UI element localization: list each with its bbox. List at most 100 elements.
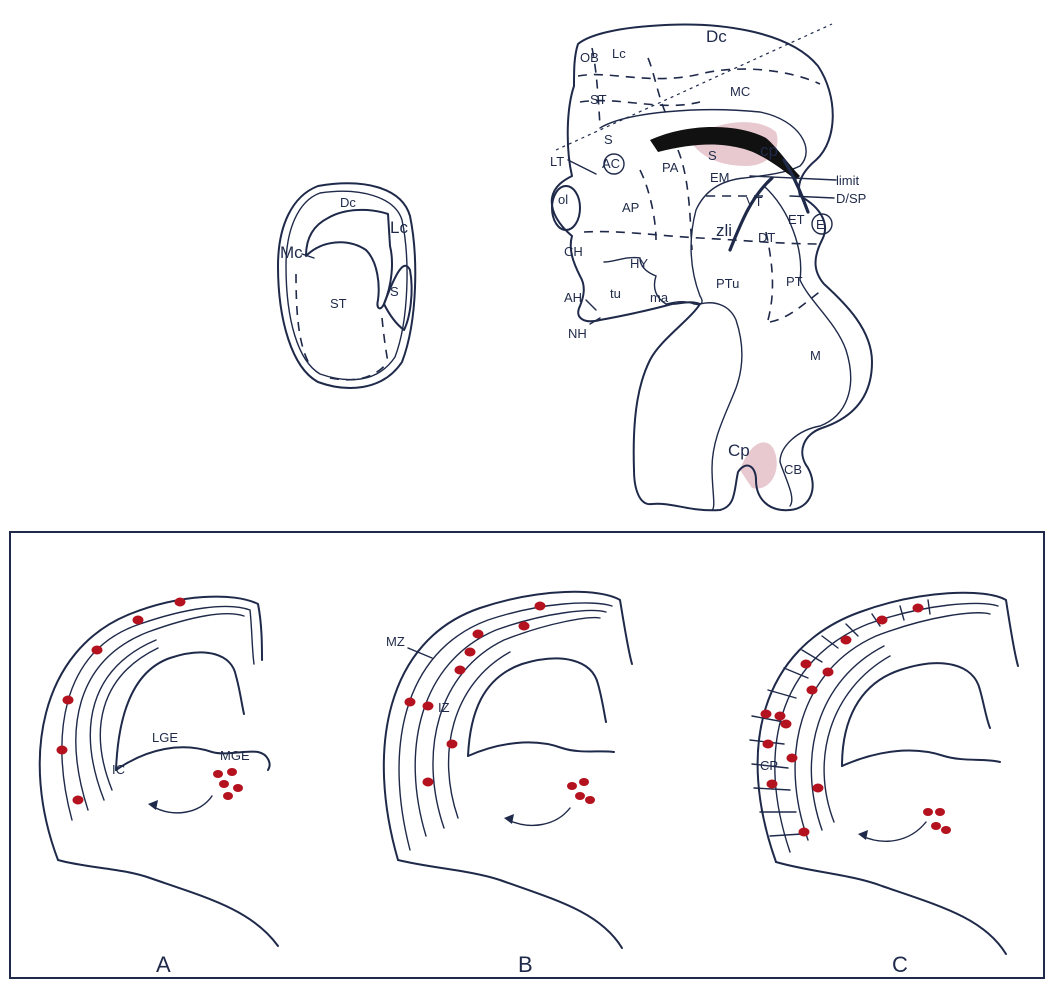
- coronal-dash-right: [382, 318, 388, 362]
- sagittal-label-dotted-s: S: [708, 148, 717, 163]
- sagittal-label-lc: Lc: [612, 46, 626, 61]
- sagittal-dash-4: [648, 58, 666, 114]
- panel-a-label-mge: MGE: [220, 748, 250, 763]
- sagittal-dash-5: [584, 232, 820, 244]
- panel-c-cell: [763, 740, 774, 749]
- sagittal-label-dt: DT: [758, 230, 775, 245]
- panel-c-cell: [801, 660, 812, 669]
- coronal-label-dc: Dc: [340, 195, 356, 210]
- panel-c-letter: C: [892, 952, 908, 977]
- panel-c-label-cp: CP: [760, 758, 778, 773]
- panel-a-cell: [133, 616, 144, 625]
- panel-c-cell: [767, 780, 778, 789]
- panel-c-ganglionic-eminence: [842, 751, 1000, 766]
- panel-a-cell: [73, 796, 84, 805]
- panel-b-cell: [423, 778, 434, 787]
- panel-c-lower-contour: [776, 862, 1006, 954]
- panel-c-wall-5: [824, 656, 890, 822]
- panel-a-migration-arrow: [152, 796, 212, 813]
- sagittal-dash-8: [766, 232, 772, 320]
- panel-a-cell: [92, 646, 103, 655]
- panel-c-cell: [931, 822, 941, 830]
- panel-b-wall-5: [449, 652, 510, 818]
- coronal-ventricle: [306, 210, 392, 308]
- sagittal-label-zli: zli: [716, 221, 732, 240]
- panel-a-cell: [227, 768, 237, 776]
- sagittal-label-pa: PA: [662, 160, 679, 175]
- panel-c-cell: [923, 808, 933, 816]
- panel-b-cell: [535, 602, 546, 611]
- panel-b-cell: [567, 782, 577, 790]
- panel-b-cell: [465, 648, 476, 657]
- sagittal-label-cp2: Cp: [728, 441, 750, 460]
- panel-a-cell: [219, 780, 229, 788]
- sagittal-label-lt: LT: [550, 154, 564, 169]
- sagittal-label-dc: Dc: [706, 27, 727, 46]
- panel-a-cell: [175, 598, 186, 607]
- panel-b-cell: [473, 630, 484, 639]
- panel-a-wall-3: [76, 614, 244, 810]
- sagittal-label-m: M: [810, 348, 821, 363]
- sagittal-section-diagram: Dc OB Lc ST MC S LT AC PA S cp EM limit …: [550, 24, 872, 510]
- panel-a-cell: [213, 770, 223, 778]
- dsp-pointer: [790, 196, 834, 198]
- panel-c-cell: [823, 668, 834, 677]
- panel-c-outer-wall: [758, 593, 1018, 862]
- sagittal-label-ol: ol: [558, 192, 568, 207]
- sagittal-label-mc: MC: [730, 84, 750, 99]
- panel-b-letter: B: [518, 952, 533, 977]
- ah-pointer: [586, 300, 596, 310]
- panel-c-cell: [807, 686, 818, 695]
- panel-c: CP C: [750, 593, 1018, 977]
- panel-c-cell: [775, 712, 786, 721]
- sagittal-label-ch: CH: [564, 244, 583, 259]
- sagittal-label-hy: HY: [630, 256, 648, 271]
- sagittal-label-ma: ma: [650, 290, 669, 305]
- sagittal-label-pt: PT: [786, 274, 803, 289]
- panel-b-ganglionic-eminence: [468, 742, 614, 756]
- panel-c-cell: [913, 604, 924, 613]
- panel-c-migration-arrow: [862, 822, 926, 841]
- sagittal-label-tu: tu: [610, 286, 621, 301]
- sagittal-dash-9: [770, 290, 822, 322]
- panel-b: MZ IZ B: [384, 592, 632, 977]
- sagittal-label-cp: cp: [760, 141, 778, 160]
- sagittal-label-dsp: D/SP: [836, 191, 866, 206]
- sagittal-label-nh: NH: [568, 326, 587, 341]
- sagittal-label-ac: AC: [602, 156, 620, 171]
- panel-b-label-mz: MZ: [386, 634, 405, 649]
- panel-c-cell: [787, 754, 798, 763]
- panel-c-cell: [813, 784, 824, 793]
- panel-b-cell: [405, 698, 416, 707]
- panel-c-cell: [841, 636, 852, 645]
- panel-a: LGE MGE IC A: [40, 597, 278, 977]
- panel-b-label-iz: IZ: [438, 700, 450, 715]
- panel-b-cell: [455, 666, 466, 675]
- panel-c-cell: [877, 616, 888, 625]
- panel-b-cell: [585, 796, 595, 804]
- panel-b-wall-3: [415, 611, 606, 836]
- panel-c-wall-4: [811, 646, 884, 830]
- panel-a-label-lge: LGE: [152, 730, 178, 745]
- sagittal-label-limit: limit: [836, 173, 859, 188]
- coronal-label-lc: Lc: [390, 218, 408, 237]
- panel-c-cell: [935, 808, 945, 816]
- cerebral-aqueduct: [764, 186, 851, 506]
- coronal-dash-left: [296, 274, 310, 365]
- panel-b-cell: [579, 778, 589, 786]
- panel-a-cell: [57, 746, 68, 755]
- panel-c-cell: [799, 828, 810, 837]
- panel-b-migration-arrow: [508, 808, 570, 825]
- panel-a-letter: A: [156, 952, 171, 977]
- panel-b-lower-contour: [398, 860, 622, 948]
- sagittal-label-ap: AP: [622, 200, 639, 215]
- sagittal-dash-7: [640, 170, 656, 240]
- sagittal-label-s: S: [604, 132, 613, 147]
- sagittal-label-st: ST: [590, 92, 607, 107]
- panel-a-outer-wall: [40, 597, 262, 860]
- coronal-dash-bottom: [330, 362, 388, 380]
- sagittal-label-e: E: [816, 217, 825, 232]
- panel-frame: [10, 532, 1044, 978]
- sagittal-label-em: EM: [710, 170, 730, 185]
- panel-b-cell: [447, 740, 458, 749]
